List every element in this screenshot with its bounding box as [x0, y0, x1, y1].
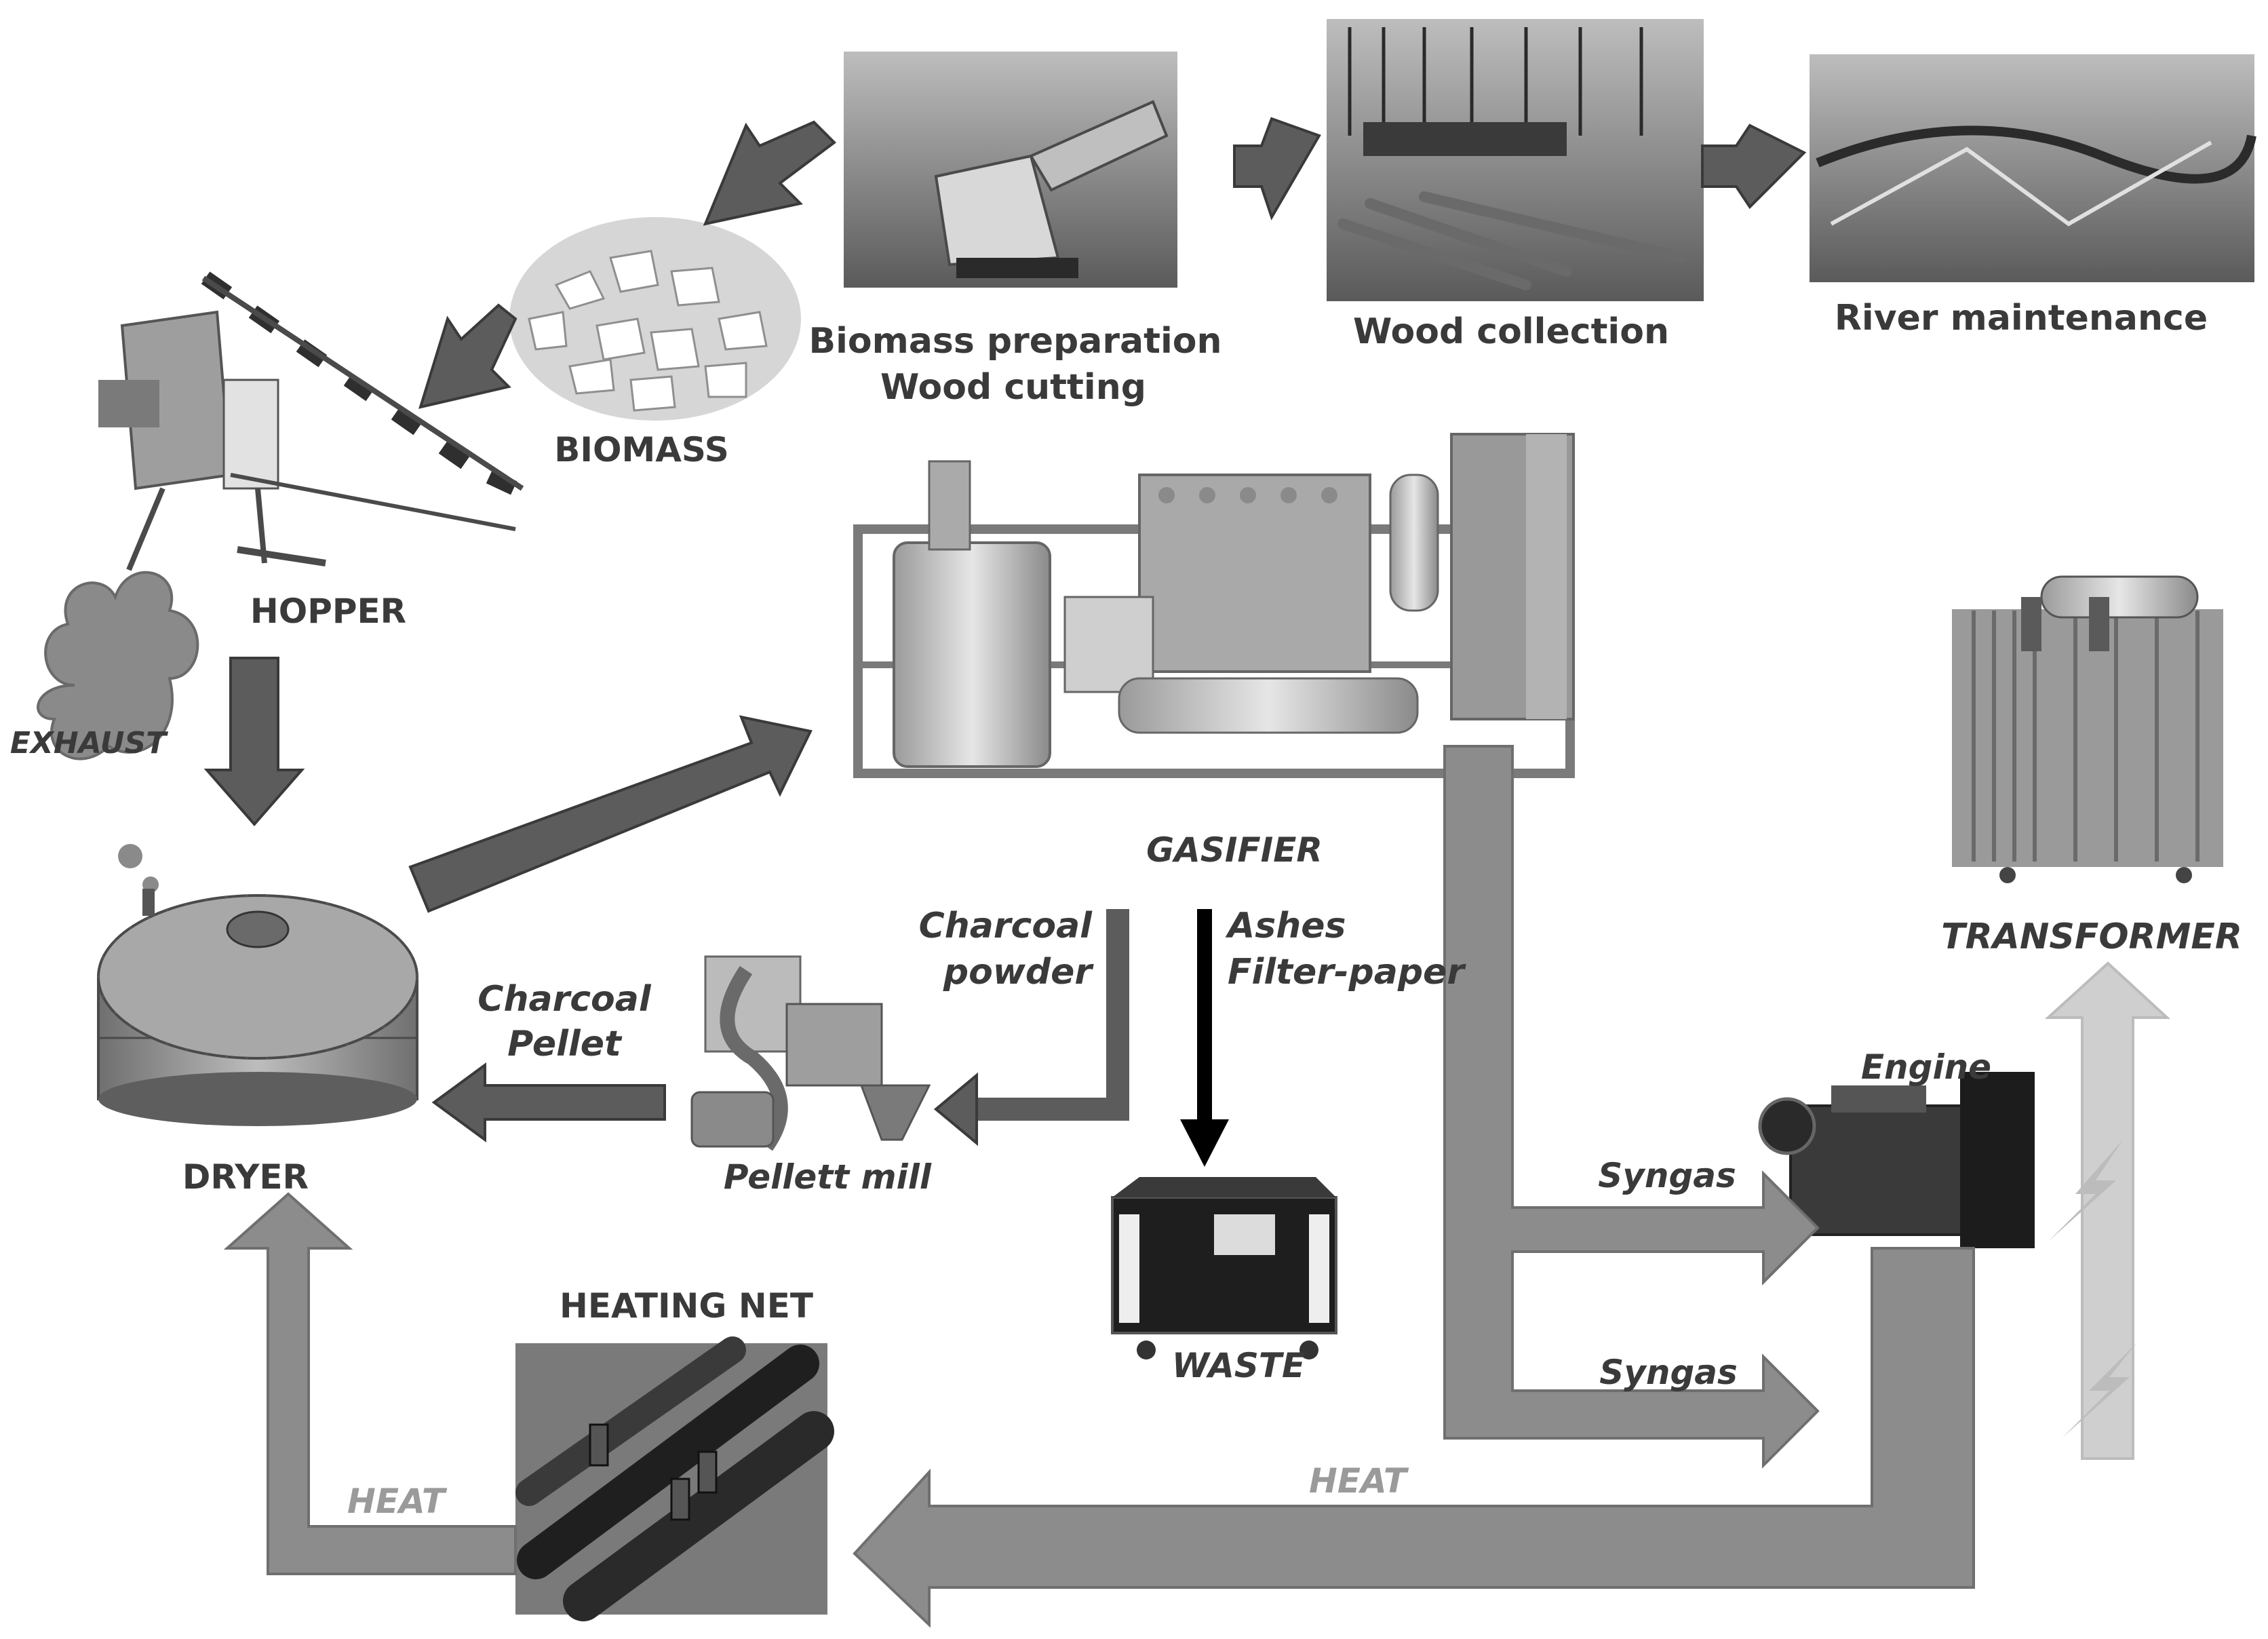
label-transformer: TRANSFORMER — [1941, 917, 2242, 957]
label-heating-net: HEATING NET — [560, 1286, 813, 1326]
label-syngas-2: Syngas — [1599, 1353, 1738, 1392]
arrows-top — [203, 117, 1807, 1142]
label-heat-main: HEAT — [1309, 1461, 1409, 1501]
dryer-image — [97, 889, 418, 1126]
syngas-flow — [1443, 745, 1820, 1469]
label-heat-left: HEAT — [347, 1482, 448, 1521]
arrow-heat-to-dryer — [223, 1192, 517, 1575]
arrow-river-to-wood — [1701, 123, 1807, 210]
arrow-prep-to-biomass — [703, 120, 837, 226]
arrow-hopper-to-dryer — [203, 657, 305, 827]
arrow-dryer-to-gasifier — [408, 715, 813, 913]
label-charcoal-powder-2: powder — [943, 952, 1094, 992]
lightning-icon-2 — [2062, 1343, 2136, 1438]
arrow-mill-to-dryer — [431, 1062, 666, 1142]
label-charcoal-powder-1: Charcoal — [919, 906, 1093, 946]
transformer-image — [1952, 575, 2223, 883]
biomass-chips-image — [509, 217, 801, 421]
arrow-charcoal-powder-head — [933, 1072, 978, 1146]
label-hopper: HOPPER — [250, 592, 406, 631]
engine-image — [1758, 1072, 2035, 1248]
label-exhaust: EXHAUST — [10, 726, 168, 760]
waste-container-image — [1111, 1177, 1337, 1360]
label-waste: WASTE — [1172, 1346, 1305, 1385]
arrow-biomass-to-hopper — [418, 303, 517, 409]
arrow-wood-to-prep — [1233, 117, 1321, 220]
arrow-charcoal-powder — [970, 909, 1129, 1121]
gasifier-image — [853, 433, 1575, 778]
arrow-heat-main — [853, 1247, 1975, 1628]
label-dryer: DRYER — [182, 1157, 309, 1197]
hopper-image — [98, 271, 524, 571]
label-wood-collection: Wood collection — [1353, 311, 1669, 352]
arrow-to-transformer — [2044, 961, 2171, 1460]
label-river-maintenance: River maintenance — [1835, 298, 2208, 339]
label-pellett-mill: Pellett mill — [724, 1157, 932, 1197]
lightning-icon — [2048, 1140, 2123, 1241]
label-engine: Engine — [1861, 1047, 1991, 1087]
wood-collection-photo — [1327, 19, 1704, 301]
arrow-ashes-head — [1180, 1119, 1229, 1167]
label-charcoal-pellet-1: Charcoal — [477, 979, 652, 1020]
pellett-mill-image — [690, 955, 931, 1151]
label-charcoal-pellet-2: Pellet — [507, 1024, 623, 1064]
label-gasifier: GASIFIER — [1146, 830, 1323, 870]
heating-net-photo — [515, 1336, 834, 1621]
label-biomass-preparation: Biomass preparation — [808, 321, 1221, 362]
label-wood-cutting: Wood cutting — [880, 367, 1146, 408]
biomass-preparation-photo — [844, 52, 1177, 288]
label-filter-paper: Filter-paper — [1228, 952, 1466, 992]
label-syngas-1: Syngas — [1598, 1156, 1736, 1195]
label-biomass: BIOMASS — [554, 430, 728, 469]
river-maintenance-photo — [1810, 54, 2256, 282]
label-ashes: Ashes — [1225, 906, 1346, 946]
